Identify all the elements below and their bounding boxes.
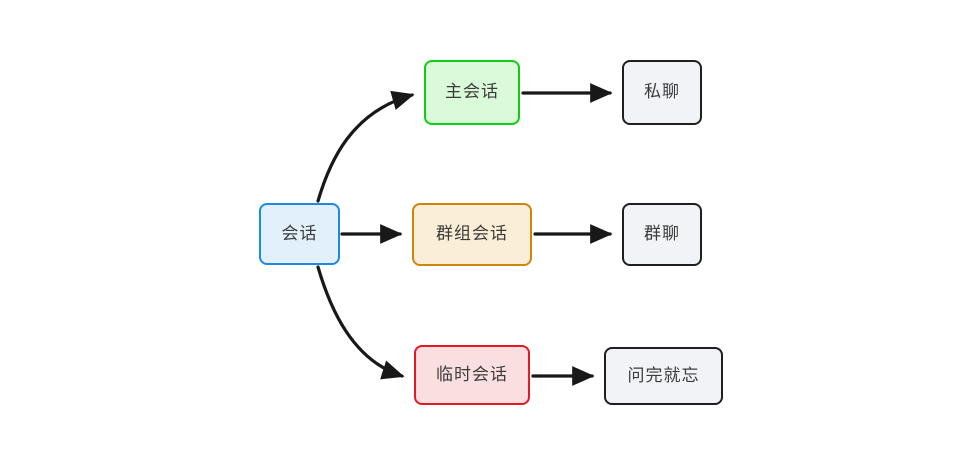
node-main-session-label: 主会话 <box>445 82 499 102</box>
node-group-chat[interactable]: 群聊 <box>622 203 702 266</box>
node-main-session[interactable]: 主会话 <box>424 60 520 125</box>
node-group-session-label: 群组会话 <box>436 224 508 244</box>
node-private-chat[interactable]: 私聊 <box>622 60 702 125</box>
edge-root-to-temp-session <box>316 265 405 380</box>
edge-root-to-main-session <box>316 90 415 203</box>
node-root-label: 会话 <box>281 223 318 243</box>
node-group-session[interactable]: 群组会话 <box>412 203 532 266</box>
node-private-chat-label: 私聊 <box>644 82 680 102</box>
node-ask-and-forget-label: 问完就忘 <box>627 365 700 385</box>
node-temp-session[interactable]: 临时会话 <box>414 345 530 405</box>
node-root[interactable]: 会话 <box>259 203 340 265</box>
node-ask-and-forget[interactable]: 问完就忘 <box>604 347 723 405</box>
node-temp-session-label: 临时会话 <box>436 364 508 384</box>
node-group-chat-label: 群聊 <box>644 224 680 244</box>
